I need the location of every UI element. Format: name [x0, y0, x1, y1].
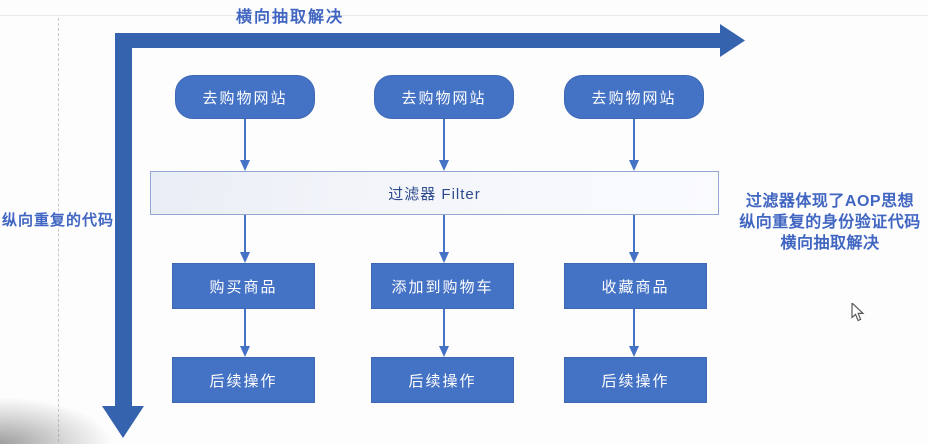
flow-node-entry-3: 去购物网站 — [564, 75, 704, 119]
flow-node-entry-2: 去购物网站 — [374, 75, 514, 119]
top-divider-line — [0, 15, 928, 16]
horizontal-arrow-shaft — [117, 33, 722, 48]
flow-node-entry-1: 去购物网站 — [175, 75, 315, 119]
flow-node-followup-3: 后续操作 — [564, 357, 707, 403]
vertical-dashed-guide — [58, 18, 59, 442]
top-annotation: 横向抽取解决 — [236, 9, 345, 26]
vertical-arrow-shaft — [115, 33, 132, 408]
right-annotation-line: 过滤器体现了AOP思想 — [745, 193, 915, 210]
flow-node-action-2: 添加到购物车 — [371, 263, 514, 309]
mouse-cursor-icon — [851, 303, 865, 322]
flow-node-followup-1: 后续操作 — [172, 357, 315, 403]
right-annotation-line: 横向抽取解决 — [780, 235, 880, 252]
right-arrowhead-icon — [720, 24, 745, 57]
flow-node-followup-2: 后续操作 — [371, 357, 514, 403]
right-annotation: 过滤器体现了AOP思想 纵向重复的身份验证代码 横向抽取解决 — [736, 191, 924, 254]
flow-node-action-1: 购买商品 — [172, 263, 315, 309]
left-annotation: 纵向重复的代码 — [2, 212, 115, 229]
right-annotation-line: 纵向重复的身份验证代码 — [739, 214, 921, 231]
flow-node-action-3: 收藏商品 — [564, 263, 707, 309]
filter-bar: 过滤器 Filter — [150, 171, 719, 215]
down-arrowhead-icon — [102, 406, 144, 438]
